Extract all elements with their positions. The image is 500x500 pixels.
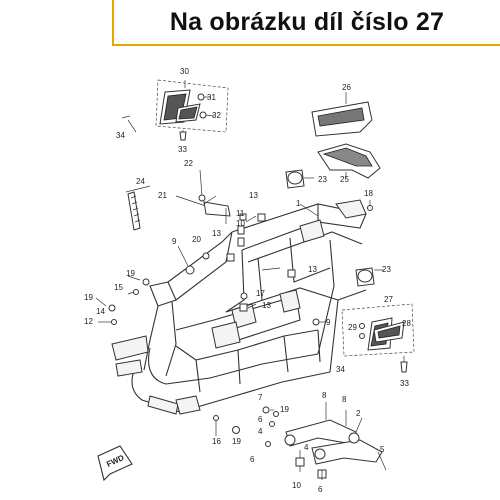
label-9-left: 9 — [172, 237, 177, 246]
label-27: 27 — [384, 295, 393, 304]
part-group-27 — [341, 303, 415, 373]
label-13-b: 13 — [212, 229, 221, 238]
label-19-b: 19 — [84, 293, 93, 302]
part-number-banner: Na obrázku díl číslo 27 — [112, 0, 500, 46]
label-2: 2 — [356, 409, 361, 418]
label-19-d: 19 — [232, 437, 241, 446]
part-26-25 — [311, 92, 381, 179]
label-16: 16 — [212, 437, 221, 446]
callout-labels: 30 31 32 33 34 26 25 23 22 24 21 13 1 18… — [84, 67, 411, 494]
label-17: 17 — [256, 289, 265, 298]
label-30: 30 — [180, 67, 189, 76]
label-19-c: 19 — [280, 405, 289, 414]
label-31: 31 — [207, 93, 216, 102]
label-9-right: 9 — [326, 318, 331, 327]
label-8-a: 8 — [322, 391, 327, 400]
label-23-right: 23 — [382, 265, 391, 274]
label-28: 28 — [402, 319, 411, 328]
label-4-b: 4 — [304, 443, 309, 452]
label-34-top: 34 — [116, 131, 125, 140]
part-group-30 — [121, 79, 229, 141]
label-25: 25 — [340, 175, 349, 184]
label-6-c: 6 — [318, 485, 323, 494]
label-24: 24 — [136, 177, 145, 186]
label-34-right: 34 — [336, 365, 345, 374]
main-frame — [111, 199, 367, 415]
label-20: 20 — [192, 235, 201, 244]
label-13-d: 13 — [262, 301, 271, 310]
hardware — [108, 200, 373, 434]
label-6-b: 6 — [250, 455, 255, 464]
label-26: 26 — [342, 83, 351, 92]
part-24-spring — [125, 185, 151, 231]
leader-lines — [95, 195, 319, 436]
banner-text: Na obrázku díl číslo 27 — [169, 7, 445, 36]
label-10-top: 10 — [236, 219, 245, 228]
label-18: 18 — [364, 189, 373, 198]
label-19-a: 19 — [126, 269, 135, 278]
label-29: 29 — [348, 323, 357, 332]
label-15: 15 — [114, 283, 123, 292]
label-21: 21 — [158, 191, 167, 200]
label-33-right: 33 — [400, 379, 409, 388]
label-13-c: 13 — [308, 265, 317, 274]
label-1: 1 — [296, 199, 301, 208]
part-21-22 — [175, 169, 231, 224]
label-23-top: 23 — [318, 175, 327, 184]
label-10-bottom: 10 — [292, 481, 301, 490]
label-6-a: 6 — [258, 415, 263, 424]
label-11: 11 — [236, 209, 245, 218]
label-13-a: 13 — [249, 191, 258, 200]
link-assembly — [265, 402, 387, 480]
label-12: 12 — [84, 317, 93, 326]
fwd-arrow: FWD — [97, 445, 133, 482]
part-23-bushings — [285, 169, 384, 287]
label-4-a: 4 — [258, 427, 263, 436]
label-7: 7 — [258, 393, 263, 402]
label-8-b: 8 — [342, 395, 347, 404]
label-22: 22 — [184, 159, 193, 168]
label-5: 5 — [380, 445, 385, 454]
label-32: 32 — [212, 111, 221, 120]
label-14: 14 — [96, 307, 105, 316]
label-33-top: 33 — [178, 145, 187, 154]
